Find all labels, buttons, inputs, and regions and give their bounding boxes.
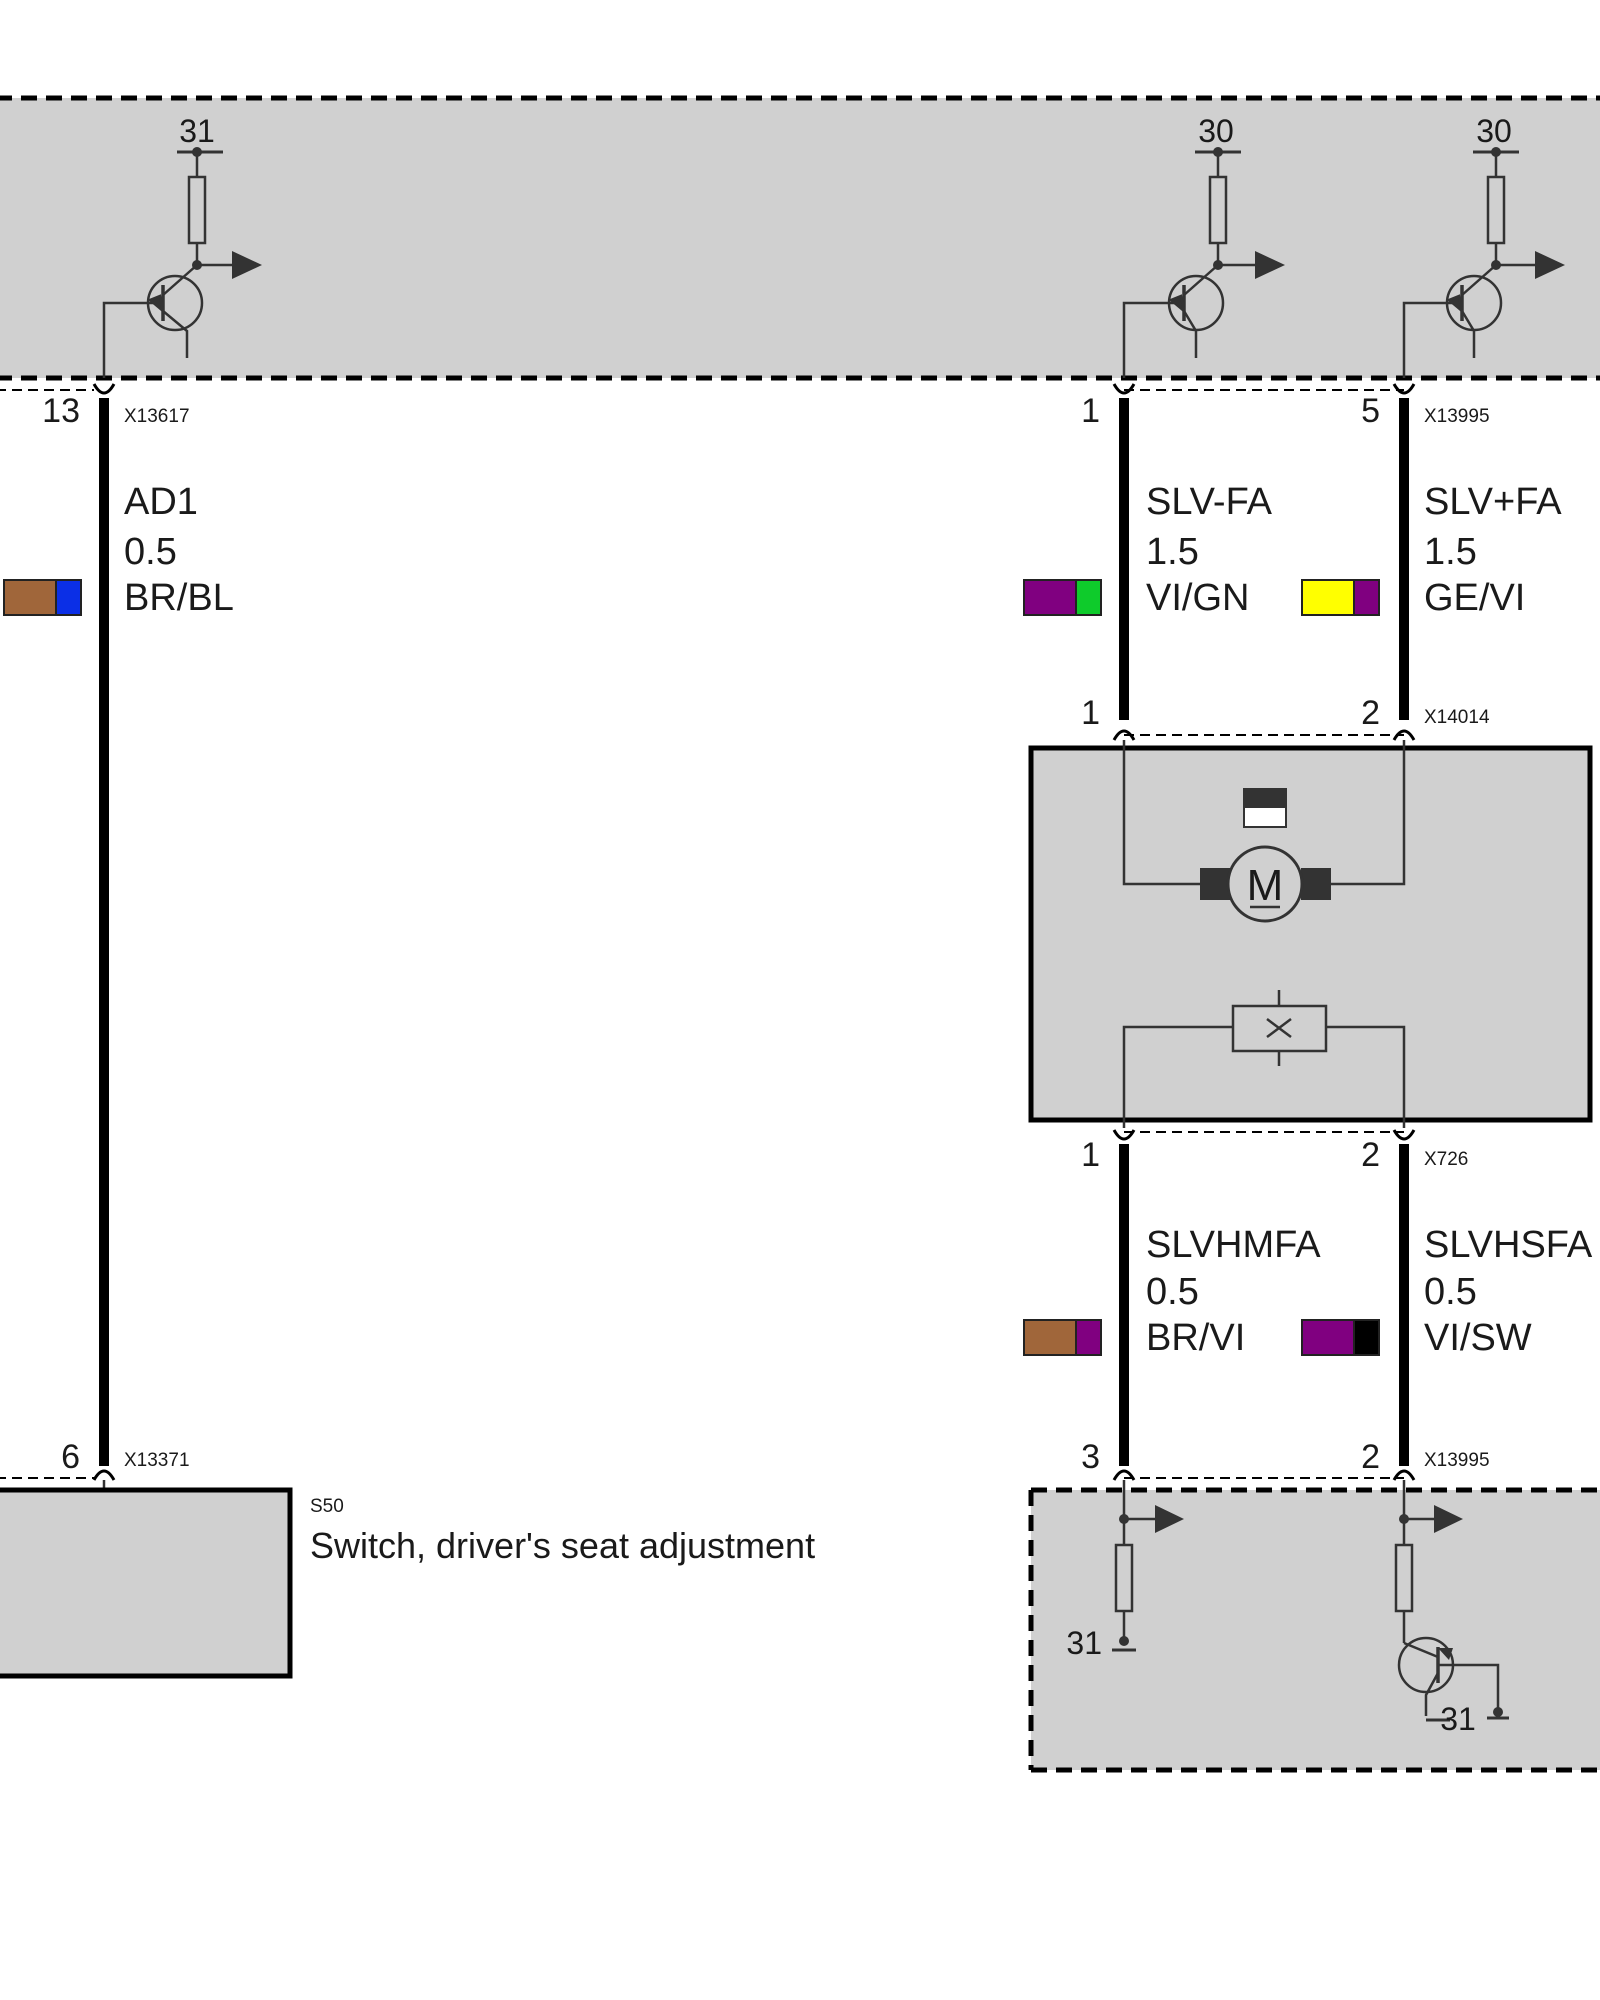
- junction-dot: [1491, 147, 1501, 157]
- component-id: S50: [310, 1496, 344, 1517]
- terminal-30-label: 30: [1476, 113, 1512, 149]
- connector-id: X13617: [124, 406, 190, 427]
- wire-name: SLVHMFA: [1146, 1224, 1321, 1266]
- wire-size: 1.5: [1424, 531, 1477, 573]
- wire-size: 0.5: [1424, 1271, 1477, 1313]
- pin-number: 2: [1361, 1438, 1380, 1476]
- wire-slv-minus-fa: [1112, 383, 1136, 741]
- pin-number: 2: [1361, 694, 1380, 732]
- bottom-module-border: [1028, 1487, 1600, 1773]
- wire-name: SLV+FA: [1424, 481, 1562, 523]
- pin-number: 1: [1081, 392, 1100, 430]
- pin-number: 13: [42, 392, 80, 430]
- terminal-31-label: 31: [1066, 1625, 1102, 1661]
- wire-color-swatch: [3, 579, 82, 616]
- wire-ad1: [92, 383, 116, 1481]
- connector-id: X13995: [1424, 406, 1490, 427]
- output-stage-left: [102, 150, 232, 378]
- junction-dot: [1213, 147, 1223, 157]
- terminal-31-label: 31: [179, 113, 215, 149]
- pin-number: 6: [61, 1438, 80, 1476]
- arrow-icon: [1535, 251, 1565, 279]
- pin-number: 1: [1081, 694, 1100, 732]
- top-module-fill: [0, 98, 1600, 378]
- wire-slv-plus-fa: [1392, 383, 1416, 741]
- wire-color-code: BR/BL: [124, 577, 234, 619]
- arrow-icon: [1434, 1505, 1463, 1533]
- wire-color-swatch: [1023, 1319, 1102, 1356]
- wire-name: SLVHSFA: [1424, 1224, 1593, 1266]
- junction-dot: [1491, 260, 1501, 270]
- wire-size: 1.5: [1146, 531, 1199, 573]
- wire-slvhmfa: [1112, 1129, 1136, 1481]
- arrow-icon: [1155, 1505, 1184, 1533]
- motor-indicator-icon: [1243, 788, 1287, 828]
- wire-color-code: BR/VI: [1146, 1317, 1245, 1359]
- switch-housing: [0, 1487, 293, 1679]
- transistor-emitter-arrow: [1438, 1648, 1453, 1660]
- wire-color-swatch: [1023, 579, 1102, 616]
- bottom-right-input-stage: [1394, 1480, 1509, 1722]
- junction-dot: [1119, 1514, 1129, 1524]
- connector-id: X14014: [1424, 707, 1490, 728]
- pin-number: 5: [1361, 392, 1380, 430]
- connector-id: X726: [1424, 1149, 1468, 1170]
- component-label: Switch, driver's seat adjustment: [310, 1525, 815, 1566]
- wire-color-swatch: [1301, 579, 1380, 616]
- wire-color-swatch: [1301, 1319, 1380, 1356]
- output-stage-middle: [1122, 150, 1255, 378]
- wire-size: 0.5: [124, 531, 177, 573]
- junction-dot: [192, 147, 202, 157]
- pin-number: 1: [1081, 1136, 1100, 1174]
- wire-color-code: VI/GN: [1146, 577, 1249, 619]
- ground-dot: [1493, 1707, 1503, 1717]
- top-control-module: 31 30: [0, 95, 1600, 381]
- junction-dot: [192, 260, 202, 270]
- connector-id: X13995: [1424, 1450, 1490, 1471]
- motor-wiring: [1122, 740, 1406, 1128]
- motor-housing: [1028, 745, 1593, 1123]
- wire-slvhsfa: [1392, 1129, 1416, 1481]
- wire-color-code: GE/VI: [1424, 577, 1525, 619]
- wire-color-code: VI/SW: [1424, 1317, 1532, 1359]
- wire-size: 0.5: [1146, 1271, 1199, 1313]
- pin-number: 2: [1361, 1136, 1380, 1174]
- wire-name: AD1: [124, 481, 198, 523]
- junction-dot: [1213, 260, 1223, 270]
- seat-motor-component: M: [1028, 734, 1593, 1133]
- bottom-module-fill: [1031, 1490, 1600, 1770]
- ground-dot: [1119, 1636, 1129, 1646]
- motor-symbol: M: [1247, 861, 1284, 910]
- junction-dot: [1399, 1514, 1409, 1524]
- output-stage-right: [1402, 150, 1535, 378]
- bottom-control-module: 31 31: [1028, 1477, 1600, 1773]
- pin-number: 3: [1081, 1438, 1100, 1476]
- arrow-icon: [1255, 251, 1285, 279]
- wire-name: SLV-FA: [1146, 481, 1273, 523]
- hall-sensor-icon: [1231, 990, 1328, 1066]
- switch-s50: [0, 1477, 293, 1679]
- arrow-icon: [232, 251, 262, 279]
- motor-icon: M: [1200, 845, 1331, 923]
- terminal-31-label: 31: [1440, 1701, 1476, 1737]
- connector-id: X13371: [124, 1450, 190, 1471]
- terminal-30-label: 30: [1198, 113, 1234, 149]
